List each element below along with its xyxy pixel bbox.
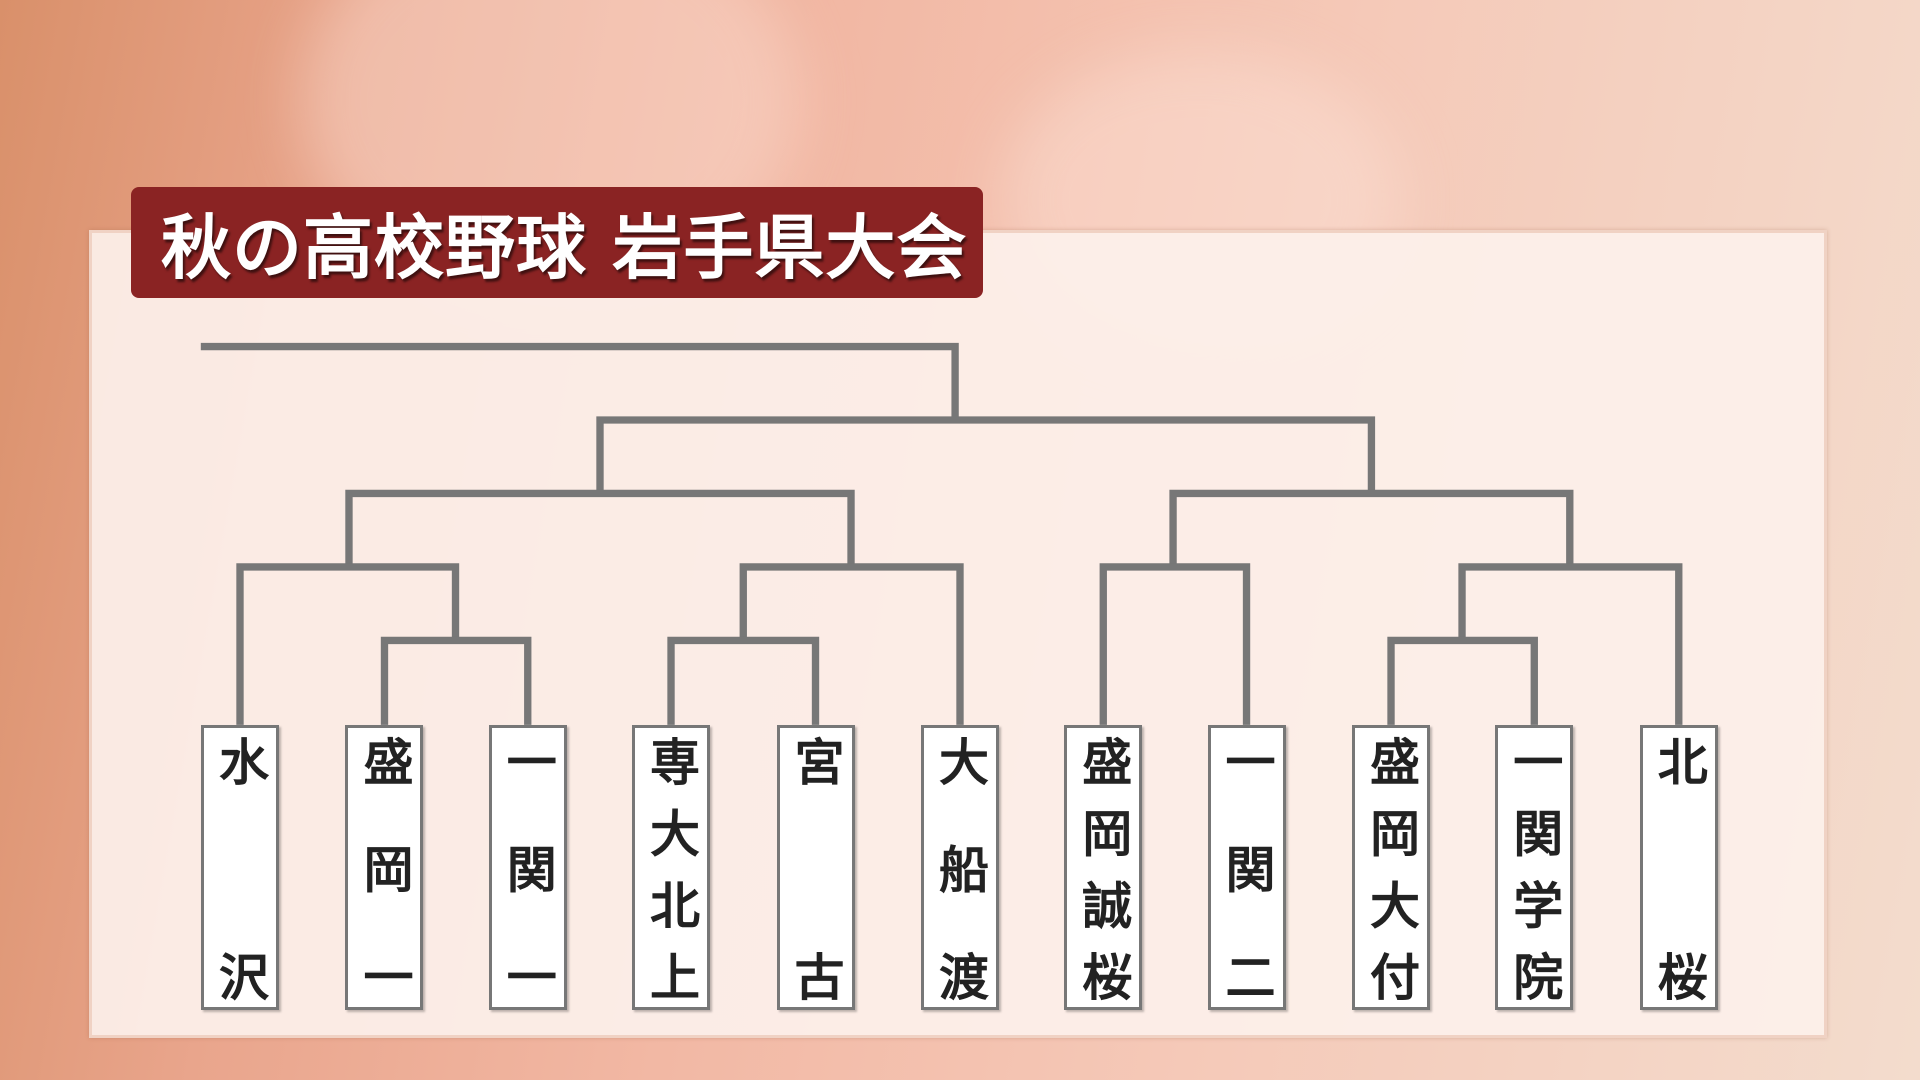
left-quarter-bracket — [345, 489, 855, 567]
semifinal-bracket — [596, 416, 1376, 494]
team-name: 盛岡誠桜 — [1074, 736, 1133, 1001]
bracket-kitasakura — [1458, 563, 1683, 725]
team-name: 水沢 — [211, 736, 269, 1001]
team-name-box: 一関二 — [1207, 725, 1286, 1010]
bracket-mizusawa — [236, 563, 460, 725]
team-name: 盛岡大付 — [1362, 736, 1421, 1001]
team-name-box: 盛岡誠桜 — [1064, 725, 1143, 1010]
page-title: 秋の高校野球 岩手県大会 — [131, 187, 983, 298]
team-name: 専大北上 — [642, 736, 701, 1001]
bracket-oofunato — [739, 563, 964, 725]
team-name-box: 北桜 — [1639, 725, 1718, 1010]
team-name: 北桜 — [1649, 736, 1708, 1001]
team-name-box: 盛岡一 — [345, 725, 424, 1010]
bracket-seiou — [1099, 563, 1251, 725]
team-name: 一関二 — [1217, 736, 1276, 1001]
team-name-box: 一関学院 — [1495, 725, 1574, 1010]
team-name-box: 水沢 — [201, 725, 279, 1010]
team-name: 一関一 — [498, 736, 557, 1001]
team-name: 盛岡一 — [355, 736, 414, 1001]
bracket-moriokaichi — [380, 636, 532, 725]
final-line — [200, 342, 959, 420]
team-name-box: 大船渡 — [921, 725, 999, 1010]
team-name-box: 宮古 — [776, 725, 855, 1010]
team-name-box: 専大北上 — [632, 725, 711, 1010]
team-name: 大船渡 — [931, 736, 989, 1001]
team-name: 一関学院 — [1505, 736, 1564, 1001]
bracket-sendai — [667, 636, 820, 725]
team-name-box: 盛岡大付 — [1352, 725, 1431, 1010]
team-name-box: 一関一 — [488, 725, 567, 1010]
team-name: 宮古 — [786, 736, 845, 1001]
bracket-daifu — [1387, 636, 1538, 725]
right-quarter-bracket — [1169, 489, 1574, 567]
